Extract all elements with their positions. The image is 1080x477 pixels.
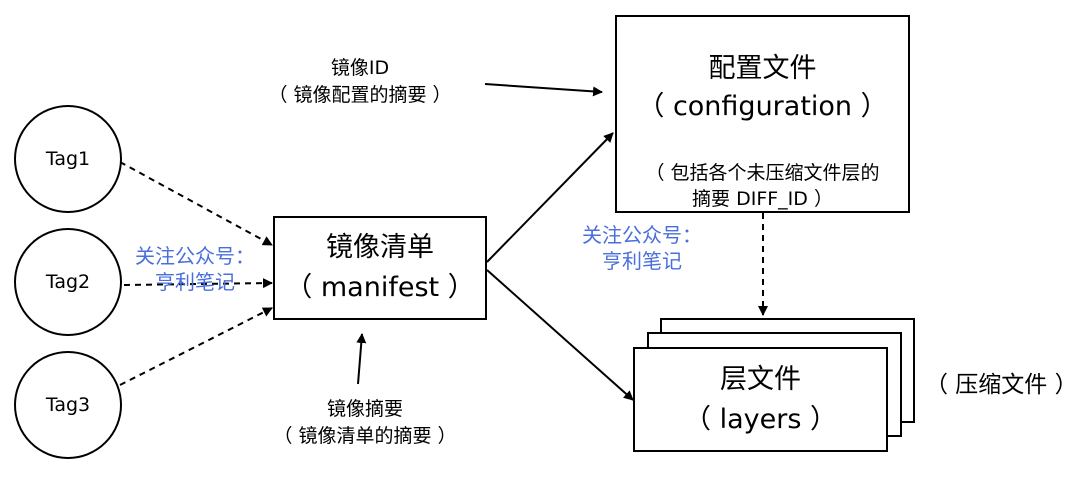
manifest-subtitle: （ manifest ）: [285, 272, 475, 303]
image-id-label: 镜像ID （ 镜像配置的摘要 ）: [245, 55, 475, 109]
digest-arrow: [356, 333, 367, 385]
image-id-line1: 镜像ID: [330, 57, 390, 79]
image-id-arrow: [484, 83, 603, 97]
tag2-node: Tag2: [14, 228, 122, 336]
watermark-right: 关注公众号： 亨利笔记: [572, 222, 712, 274]
manifest-to-layers-arrow: [486, 269, 634, 401]
watermark-left: 关注公众号： 亨利笔记: [125, 243, 265, 295]
digest-line1: 镜像摘要: [326, 398, 403, 420]
layers-subtitle: （ layers ）: [684, 403, 837, 435]
config-subtitle: （ configuration ）: [637, 91, 888, 122]
digest-line2: （ 镜像清单的摘要 ）: [273, 425, 457, 447]
tag3-node: Tag3: [14, 351, 122, 459]
image-id-line2: （ 镜像配置的摘要 ）: [268, 84, 452, 106]
manifest-box: 镜像清单 （ manifest ）: [273, 216, 487, 320]
watermark-left-line1: 关注公众号：: [135, 244, 255, 268]
layers-side-note: （ 压缩文件 ）: [925, 372, 1078, 398]
config-note-line1: （ 包括各个未压缩文件层的: [645, 162, 880, 184]
tag1-to-manifest-arrow: [119, 161, 273, 246]
tag3-to-manifest-arrow: [119, 307, 273, 386]
tag3-label: Tag3: [45, 394, 91, 416]
watermark-right-line2: 亨利笔记: [602, 249, 682, 273]
tag2-label: Tag2: [45, 271, 91, 293]
tag1-node: Tag1: [14, 105, 122, 213]
digest-label: 镜像摘要 （ 镜像清单的摘要 ）: [250, 396, 480, 450]
config-box: 配置文件 （ configuration ） （ 包括各个未压缩文件层的 摘要 …: [615, 15, 910, 213]
manifest-to-config-arrow: [486, 132, 614, 263]
layers-title: 层文件: [720, 363, 801, 395]
config-note-line2: 摘要 DIFF_ID ）: [692, 188, 833, 210]
watermark-left-line2: 亨利笔记: [155, 270, 235, 294]
config-title: 配置文件: [708, 53, 817, 84]
tag2-to-manifest-arrow: [123, 278, 273, 289]
layers-box-front: 层文件 （ layers ）: [633, 347, 888, 452]
manifest-title: 镜像清单: [326, 232, 434, 263]
tag1-label: Tag1: [45, 148, 91, 170]
watermark-right-line1: 关注公众号：: [582, 223, 702, 247]
